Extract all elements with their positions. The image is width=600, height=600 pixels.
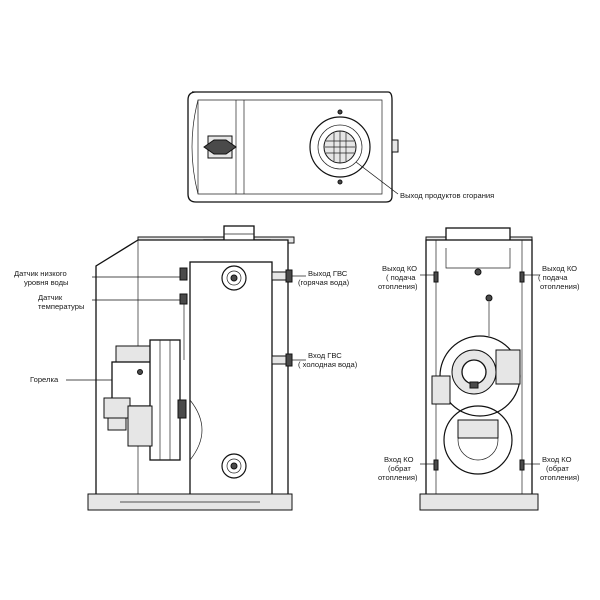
rear-view-leaders	[420, 274, 540, 465]
label-burner: Горелка	[30, 375, 59, 384]
label-low-water-sensor-line2: уровня воды	[24, 278, 69, 287]
label-dhw-in-line2: ( холодная вода)	[298, 360, 358, 369]
label-dhw-out-line1: Выход ГВС	[308, 269, 348, 278]
label-heat-supply-right-line2: ( подача	[538, 273, 568, 282]
label-temp-sensor-line1: Датчик	[38, 293, 63, 302]
label-flue-outlet: Выход продуктов сгорания	[400, 191, 494, 200]
front-view	[87, 225, 295, 511]
label-heat-return-left-line3: отопления)	[378, 473, 418, 482]
label-heat-supply-right-line1: Выход КО	[542, 264, 577, 273]
front-view-leaders	[66, 275, 306, 381]
label-heat-return-left-line2: (обрат	[388, 464, 411, 473]
top-view	[187, 91, 399, 203]
label-heat-supply-left-line2: ( подача	[386, 273, 416, 282]
label-heat-supply-left-line3: отопления)	[378, 282, 418, 291]
label-heat-return-left-line1: Вход КО	[384, 455, 414, 464]
label-heat-supply-right-line3: отопления)	[540, 282, 580, 291]
rear-view	[419, 227, 539, 511]
label-dhw-out-line2: (горячая вода)	[298, 278, 350, 287]
label-heat-return-right-line3: отопления)	[540, 473, 580, 482]
label-heat-return-right-line1: Вход КО	[542, 455, 572, 464]
label-low-water-sensor-line1: Датчик низкого	[14, 269, 67, 278]
label-heat-supply-left-line1: Выход КО	[382, 264, 417, 273]
label-temp-sensor-line2: температуры	[38, 302, 84, 311]
label-dhw-in-line1: Вход ГВС	[308, 351, 342, 360]
label-heat-return-right-line2: (обрат	[546, 464, 569, 473]
